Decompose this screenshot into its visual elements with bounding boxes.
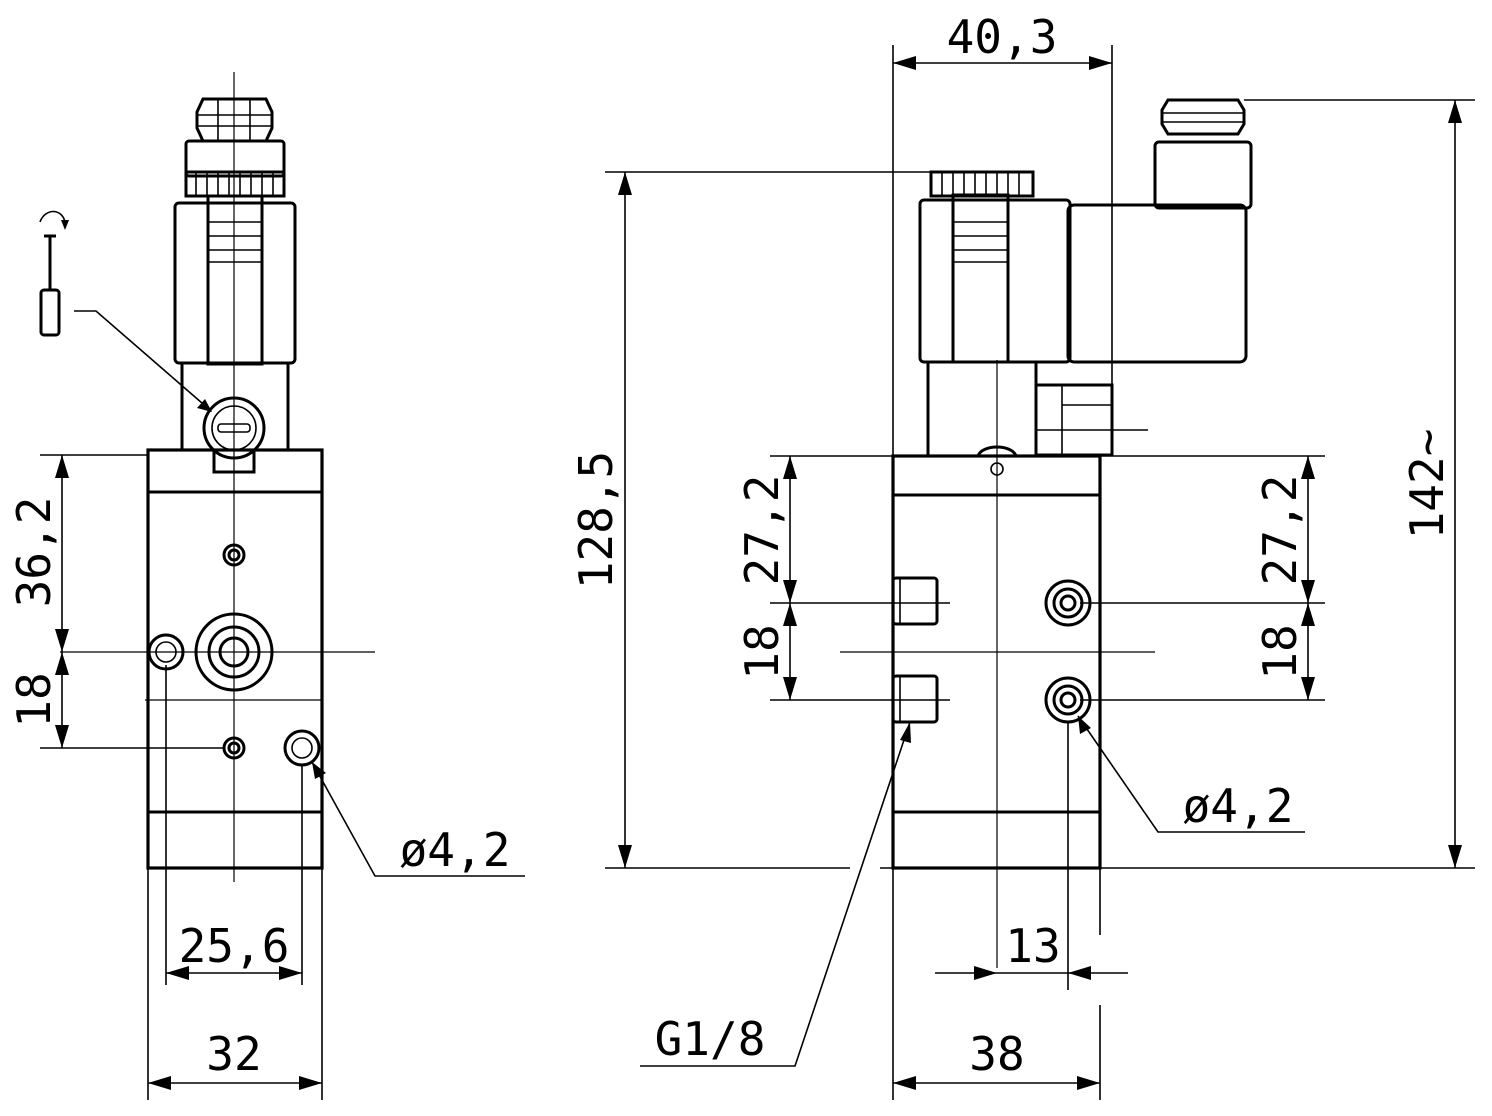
dim-right-40-3: 40,3: [947, 10, 1058, 64]
right-armature-tube: [951, 193, 1010, 364]
dim-right-right-18: 18: [1253, 624, 1307, 679]
right-knurled-knob: [929, 170, 1035, 198]
dim-right-142: 142~: [1400, 429, 1454, 540]
rotation-arrow-icon: [39, 210, 69, 230]
right-view: 27,2 18 27,2 18 128,5 142~ 40,3: [569, 10, 1475, 1100]
right-connector-plug: [1066, 203, 1248, 364]
dim-right-13: 13: [1005, 919, 1060, 973]
left-connector-cap: [184, 139, 286, 178]
dim-right-hole: ø4,2: [1183, 779, 1294, 833]
right-coil-housing: [918, 198, 1072, 364]
left-coil-housing: [173, 201, 297, 365]
left-port-upper: [222, 543, 246, 567]
dim-right-port-thread: G1/8: [655, 1012, 766, 1066]
left-view: 36,2 18 ø4,2 25,6 32: [7, 72, 525, 1100]
dim-left-25-6: 25,6: [179, 919, 290, 973]
right-port-lower: [891, 674, 939, 724]
dim-left-32: 32: [206, 1027, 261, 1081]
dim-right-left-18: 18: [735, 624, 789, 679]
dim-right-left-27-2: 27,2: [735, 475, 789, 586]
dim-right-right-27-2: 27,2: [1253, 475, 1307, 586]
left-hex-nut: [195, 97, 274, 143]
right-connector-cap: [1153, 140, 1253, 210]
dim-right-128-5: 128,5: [569, 451, 623, 589]
right-terminal-block: [1034, 383, 1114, 457]
right-pilot-block: [926, 360, 1038, 458]
screwdriver-icon: [39, 234, 61, 337]
left-manual-override[interactable]: [202, 396, 266, 460]
dim-right-38: 38: [969, 1027, 1024, 1081]
left-mount-hole: [283, 729, 321, 767]
dim-left-36-2: 36,2: [7, 497, 61, 608]
dim-left-18: 18: [7, 672, 61, 727]
dim-left-hole: ø4,2: [400, 823, 511, 877]
right-port-upper: [891, 576, 939, 626]
right-hex-nut: [1160, 98, 1246, 136]
left-manual-override-base: [212, 450, 256, 474]
